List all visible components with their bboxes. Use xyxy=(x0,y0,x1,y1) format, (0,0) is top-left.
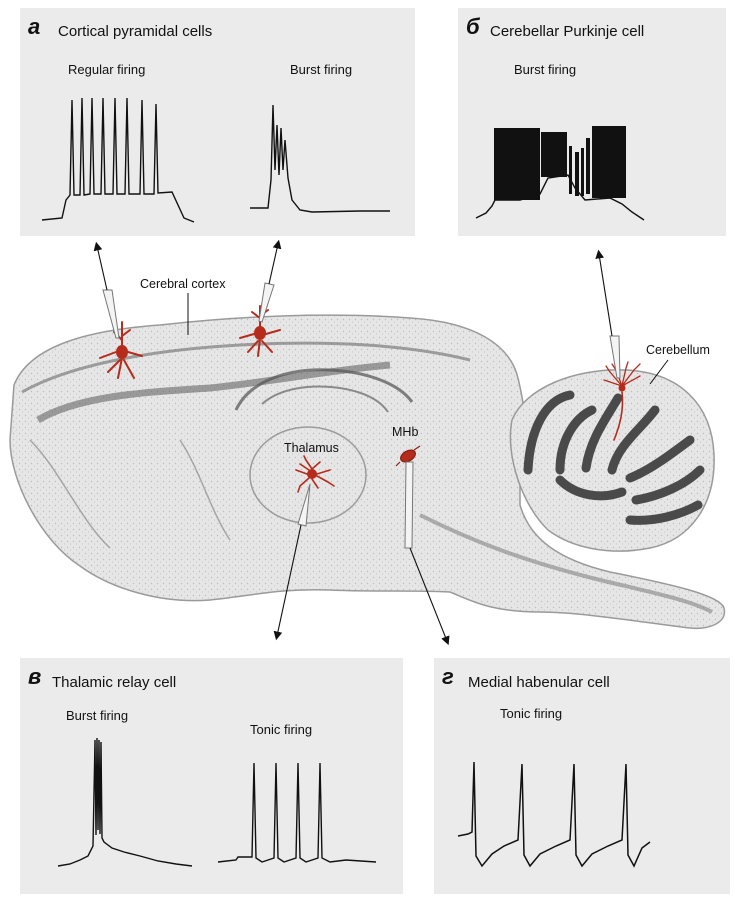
panel-title-thalamic: Thalamic relay cell xyxy=(52,674,177,691)
trace-thalamic-burst xyxy=(57,737,193,867)
trace-label-regular-firing: Regular firing xyxy=(68,62,146,77)
electrode-habenula xyxy=(404,461,450,646)
panel-habenular: г Medial habenular cell Tonic firing xyxy=(434,658,730,894)
electrode-cortex-regular xyxy=(93,241,120,339)
pointer-cerebellum xyxy=(649,359,669,385)
trace-thalamic-tonic xyxy=(217,762,377,863)
label-cerebral-cortex: Cerebral cortex xyxy=(140,277,226,291)
panel-letter-b: б xyxy=(466,14,480,39)
panel-letter-d: г xyxy=(442,664,454,689)
panel-cortical-pyramidal: a Cortical pyramidal cells Regular firin… xyxy=(20,8,415,236)
electrode-purkinje xyxy=(595,249,621,379)
neuron-habenular xyxy=(395,445,421,467)
panel-letter-c: в xyxy=(28,664,42,689)
brain-section xyxy=(9,314,726,630)
neuron-thalamic-relay xyxy=(295,455,335,493)
neuron-purkinje xyxy=(603,361,641,441)
label-cerebellum: Cerebellum xyxy=(646,343,710,357)
brain-outline xyxy=(9,314,726,630)
label-mhb: MHb xyxy=(392,425,418,439)
trace-label-burst-firing-thalamus: Burst firing xyxy=(66,708,129,723)
trace-label-burst-firing-purkinje: Burst firing xyxy=(514,62,577,77)
trace-label-tonic-firing-habenula: Tonic firing xyxy=(500,706,563,721)
trace-regular-firing xyxy=(41,97,195,223)
trace-burst-firing-cortex xyxy=(250,104,390,213)
electrode-cortex-burst xyxy=(258,239,282,323)
panel-thalamic-relay: в Thalamic relay cell Burst firing Tonic… xyxy=(20,658,403,894)
neuron-cortical-regular xyxy=(99,321,143,379)
trace-purkinje-burst xyxy=(475,126,645,221)
trace-habenular-tonic xyxy=(457,761,651,868)
panel-title-purkinje: Cerebellar Purkinje cell xyxy=(490,23,645,40)
label-thalamus: Thalamus xyxy=(284,441,339,455)
trace-label-burst-firing-cortex: Burst firing xyxy=(290,62,353,77)
electrode-thalamus xyxy=(273,483,311,641)
trace-label-tonic-firing-thalamus: Tonic firing xyxy=(250,722,313,737)
panel-title-habenular: Medial habenular cell xyxy=(468,674,610,691)
panel-title-cortical: Cortical pyramidal cells xyxy=(58,23,213,40)
panel-letter-a: a xyxy=(28,14,41,39)
